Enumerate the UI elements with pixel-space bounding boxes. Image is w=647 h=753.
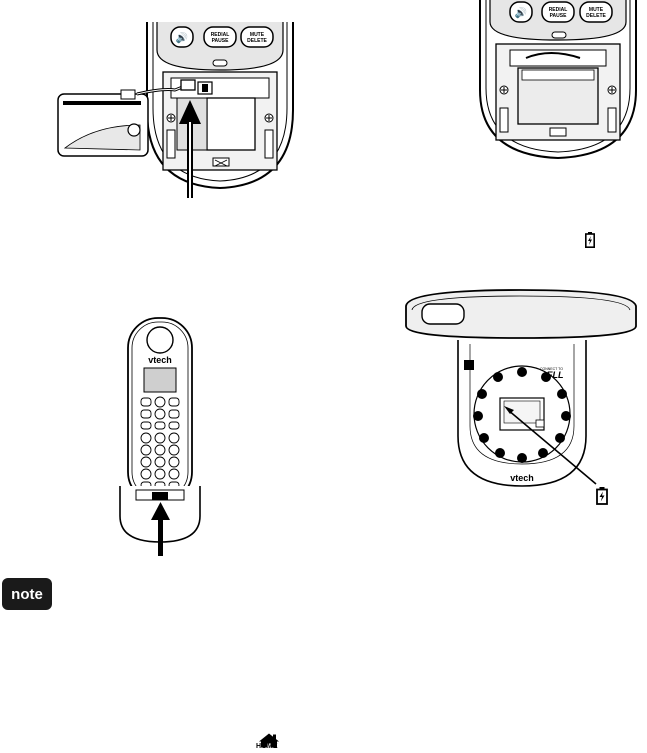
figure-telephone-base: CONNECT TO CELL vtech bbox=[405, 289, 637, 487]
figure-battery-install: 🔊 REDIAL PAUSE MUTE DELETE bbox=[57, 22, 294, 198]
mute-label: MUTE bbox=[589, 7, 604, 13]
home-label: HOME bbox=[256, 743, 278, 750]
home-icon bbox=[259, 733, 279, 748]
speaker-icon: 🔊 bbox=[176, 31, 188, 44]
delete-label: DELETE bbox=[247, 38, 267, 44]
figure-handset-in-charger: vtech bbox=[119, 317, 201, 556]
redial-label: REDIAL bbox=[211, 32, 230, 38]
vtech-logo: vtech bbox=[148, 355, 172, 365]
redial-label: REDIAL bbox=[549, 7, 568, 13]
battery-charging-icon bbox=[585, 232, 595, 248]
battery-charging-icon bbox=[596, 487, 608, 505]
vtech-logo: vtech bbox=[510, 473, 534, 483]
pause-label: PAUSE bbox=[212, 38, 230, 44]
pause-label: PAUSE bbox=[550, 13, 568, 19]
connect-to-label: CONNECT TO bbox=[540, 367, 563, 371]
speaker-icon: 🔊 bbox=[515, 6, 527, 19]
figure-battery-installed: 🔊 REDIAL PAUSE MUTE DELETE bbox=[479, 0, 637, 160]
note-badge: note bbox=[2, 578, 52, 610]
mute-label: MUTE bbox=[250, 32, 265, 38]
delete-label: DELETE bbox=[586, 13, 606, 19]
cell-label: CELL bbox=[540, 370, 564, 380]
